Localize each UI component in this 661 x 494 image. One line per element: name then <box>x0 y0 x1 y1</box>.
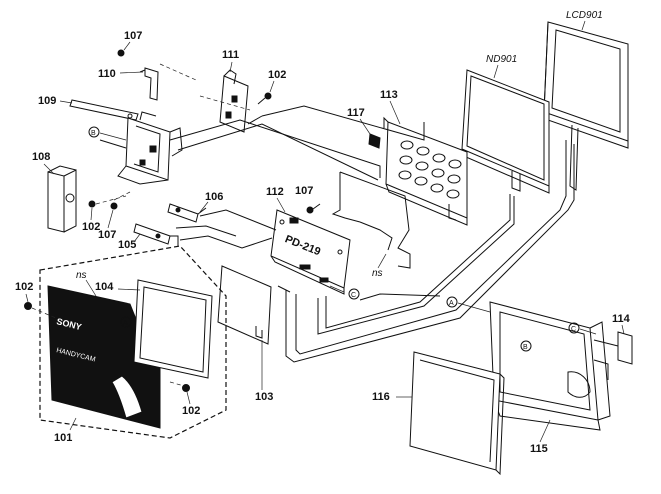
ns-label-cable: ns <box>372 268 383 279</box>
connector-a-cabinet: A <box>120 316 132 328</box>
part-108 <box>47 165 77 233</box>
frame-113 <box>383 116 468 226</box>
connector-c-right: C <box>568 322 597 335</box>
ns-label-cabinet: ns <box>76 270 87 281</box>
lever-109 <box>69 99 139 121</box>
svg-text:A: A <box>449 300 454 307</box>
cabinet-front: SONY HANDYCAM <box>47 285 161 429</box>
label-102-top: 102 <box>268 69 286 81</box>
label-110: 110 <box>98 68 116 80</box>
label-102-left: 102 <box>15 281 33 293</box>
label-112: 112 <box>266 186 284 198</box>
label-117: 117 <box>347 107 365 119</box>
hinge-assembly <box>117 111 183 185</box>
connector-b-left: B <box>88 126 127 141</box>
bracket-111 <box>219 69 249 133</box>
part-117 <box>368 133 381 149</box>
label-104: 104 <box>95 281 114 293</box>
label-109: 109 <box>38 95 56 107</box>
svg-text:C: C <box>351 292 356 299</box>
connector-c-mid: C <box>329 285 360 300</box>
label-107-mid: 107 <box>98 229 116 241</box>
svg-text:A: A <box>123 320 128 327</box>
label-116: 116 <box>372 391 390 403</box>
label-115: 115 <box>530 443 548 455</box>
flex-cable-ns <box>331 171 411 269</box>
label-105: 105 <box>118 239 136 251</box>
routing-lines <box>99 105 575 363</box>
screw-102-mid <box>88 200 96 208</box>
panel-104 <box>133 279 213 379</box>
svg-text:C: C <box>571 326 576 333</box>
screw-107-mid <box>110 202 118 210</box>
label-107-top: 107 <box>124 30 142 42</box>
cabinet-rear-115 <box>489 301 611 431</box>
label-106: 106 <box>205 191 223 203</box>
lcd901-panel <box>543 21 629 191</box>
screw-102-bottom <box>182 384 190 392</box>
label-101: 101 <box>54 432 72 444</box>
guide-lines <box>31 63 251 387</box>
part-106 <box>167 203 207 223</box>
label-113: 113 <box>380 89 398 101</box>
label-111: 111 <box>222 49 239 61</box>
part-110 <box>139 67 159 101</box>
nd901-panel <box>461 69 550 194</box>
screw-102-left <box>24 302 32 310</box>
label-102-bottom: 102 <box>182 405 200 417</box>
svg-text:B: B <box>523 344 528 351</box>
screw-107-pcb <box>306 203 321 214</box>
screw-102-top <box>257 92 272 105</box>
label-114: 114 <box>612 313 631 325</box>
label-107-pcb: 107 <box>295 185 313 197</box>
svg-text:B: B <box>91 130 96 137</box>
label-108: 108 <box>32 151 50 163</box>
cabinet-101-group <box>39 245 227 439</box>
nd901-label: ND901 <box>486 54 517 65</box>
label-103: 103 <box>255 391 273 403</box>
part-105 <box>133 223 179 246</box>
screw-107-top <box>117 49 125 57</box>
connector-a-right: A <box>446 296 491 313</box>
part-114 <box>593 331 633 365</box>
panel-116 <box>409 351 505 476</box>
connector-b-right: B <box>520 340 532 352</box>
label-102-mid: 102 <box>82 221 100 233</box>
sheet-103 <box>217 265 272 345</box>
lcd901-label: LCD901 <box>566 10 603 21</box>
pcb-112 <box>270 209 351 295</box>
